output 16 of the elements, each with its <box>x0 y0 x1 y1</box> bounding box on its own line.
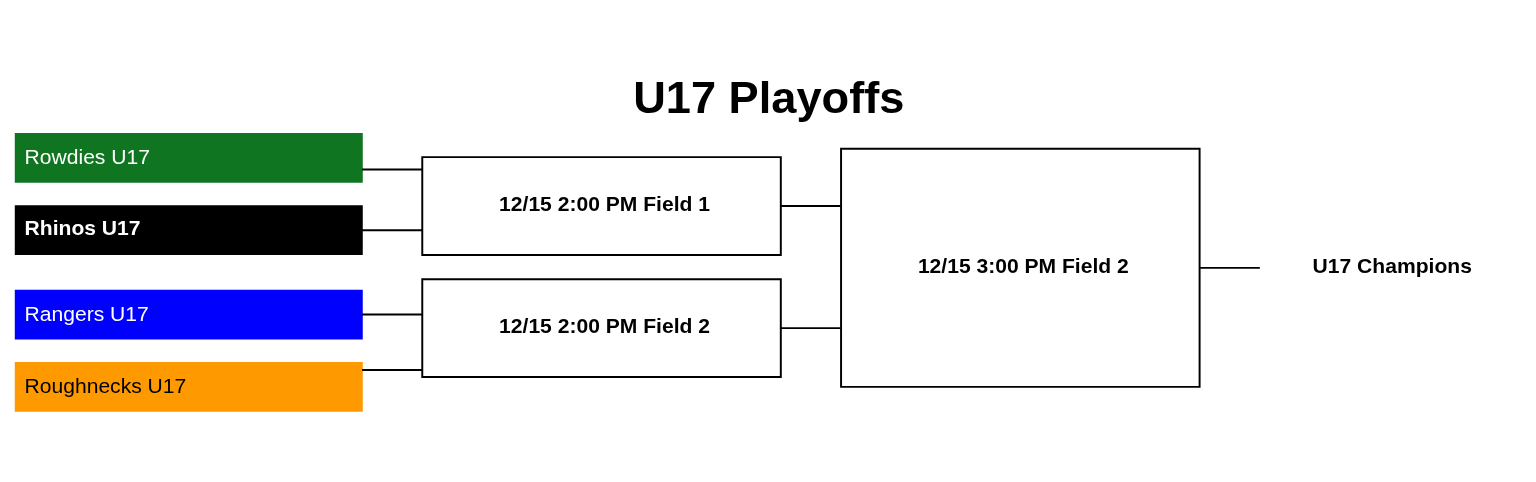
node-box: Rangers U17 <box>14 289 363 339</box>
connector <box>361 168 424 171</box>
connector <box>780 326 842 329</box>
node-box: Rhinos U17 <box>14 204 363 255</box>
connector <box>780 204 842 207</box>
node-box: Roughnecks U17 <box>14 361 363 412</box>
node-text: U17 Champions <box>1312 253 1472 277</box>
connector <box>361 313 424 316</box>
node-box: Rowdies U17 <box>14 132 363 183</box>
node-box: 12/15 3:00 PM Field 2 <box>840 147 1201 388</box>
connector <box>1198 266 1261 269</box>
node-box: 12/15 2:00 PM Field 2 <box>421 277 782 378</box>
connector <box>361 228 424 231</box>
node-box: 12/15 2:00 PM Field 1 <box>421 155 782 256</box>
diagram-title: U17 Playoffs <box>633 71 905 123</box>
connector <box>361 368 424 371</box>
